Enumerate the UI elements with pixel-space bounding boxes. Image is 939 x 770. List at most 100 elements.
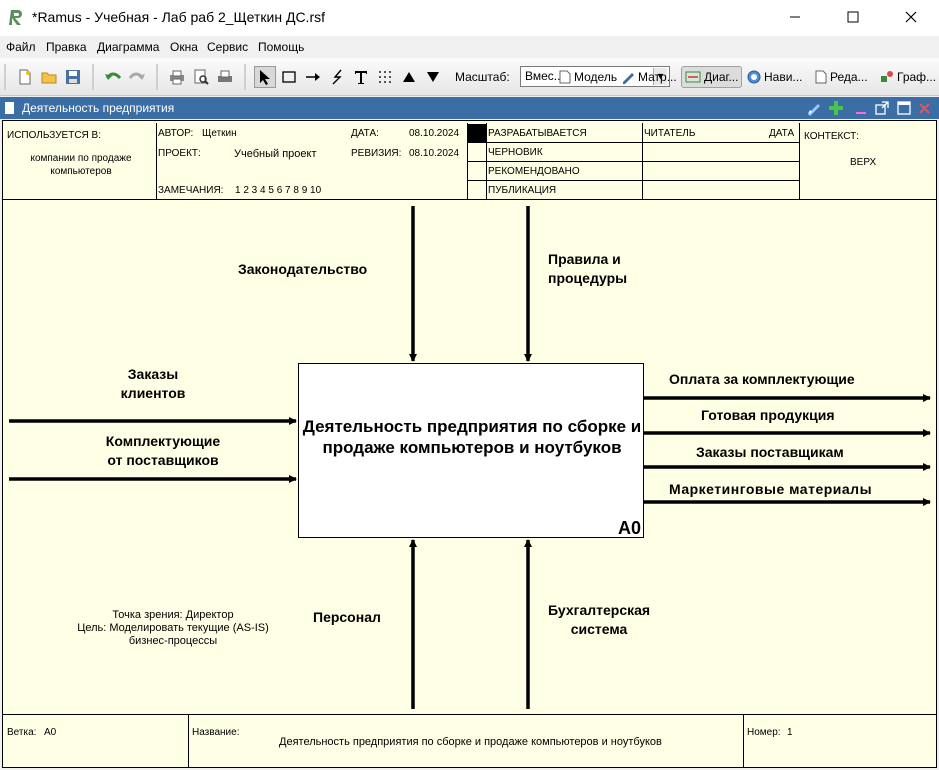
grid-icon <box>379 71 391 83</box>
footer-divider <box>3 714 936 715</box>
save-button[interactable] <box>62 66 84 88</box>
close-button[interactable] <box>882 0 939 34</box>
print-preview-button[interactable] <box>190 66 212 88</box>
label-finished-products[interactable]: Готовая продукция <box>701 407 835 423</box>
toolbar-separator <box>244 64 246 90</box>
document-icon <box>5 102 14 114</box>
notes-label: ЗАМЕЧАНИЯ: <box>158 185 224 196</box>
pencil-ruler-icon <box>623 73 634 84</box>
label-legislation[interactable]: Законодательство <box>238 261 368 277</box>
node-value: A0 <box>44 727 57 738</box>
doc-restore-icon[interactable] <box>874 100 890 116</box>
label-components[interactable]: Комплектующие от поставщиков <box>105 433 221 468</box>
maximize-button[interactable] <box>824 0 882 34</box>
notes-value: 1 2 3 4 5 6 7 8 9 10 <box>235 185 322 196</box>
zoom-value: Вмес... <box>525 69 564 83</box>
status-working: РАЗРАБАТЫВАЕТСЯ <box>488 128 587 139</box>
node-label: Ветка: <box>7 727 37 738</box>
reader-date-label: ДАТА <box>769 128 795 139</box>
toolbar: Масштаб: Вмес... ▼ Модель Матр... Диаг..… <box>0 58 939 96</box>
menu-edit[interactable]: Правка <box>46 40 87 54</box>
diagram-canvas[interactable]: ИСПОЛЬЗУЕТСЯ В: компании по продаже комп… <box>2 120 937 768</box>
minimize-icon <box>790 16 800 18</box>
viewpoint-note[interactable]: Точка зрения: Директор Цель: Моделироват… <box>77 609 269 647</box>
go-up-button[interactable] <box>398 66 420 88</box>
tab-matrix[interactable]: Матр... <box>618 66 680 88</box>
page-setup-button[interactable] <box>214 66 236 88</box>
undo-icon <box>105 72 122 80</box>
label-staff[interactable]: Персонал <box>313 609 381 625</box>
doc-minimize-icon[interactable] <box>854 100 868 116</box>
menu-help[interactable]: Помощь <box>258 40 305 54</box>
label-payment[interactable]: Оплата за комплектующие <box>669 371 855 387</box>
menu-diagram[interactable]: Диаграмма <box>97 40 160 54</box>
label-accounting-system[interactable]: Бухгалтерская система <box>548 602 651 637</box>
open-file-button[interactable] <box>38 66 60 88</box>
context-label: КОНТЕКСТ: <box>804 131 859 142</box>
grid-tool-button[interactable] <box>374 66 396 88</box>
triangle-up-icon <box>403 72 415 82</box>
function-title: Деятельность предприятия по сборке и про… <box>302 417 642 457</box>
minimize-button[interactable] <box>766 0 824 34</box>
project-label: ПРОЕКТ: <box>158 148 201 159</box>
chevron-down-icon[interactable]: ▼ <box>653 68 667 85</box>
close-icon <box>905 11 917 23</box>
cursor-icon <box>260 70 270 85</box>
tab-model-label: Модель <box>574 70 618 84</box>
squiggle-tool-button[interactable] <box>326 66 348 88</box>
globe-icon <box>747 70 761 84</box>
reader-label: ЧИТАТЕЛЬ <box>644 128 696 139</box>
shapes-icon <box>881 71 893 82</box>
context-value: ВЕРХ <box>850 157 877 168</box>
new-file-icon <box>19 69 31 85</box>
printer-icon <box>218 70 232 82</box>
tab-matrix-label: Матр... <box>638 70 677 84</box>
print-preview-icon <box>194 69 209 85</box>
new-file-button[interactable] <box>14 66 36 88</box>
menu-service[interactable]: Сервис <box>207 40 249 54</box>
box-tool-button[interactable] <box>278 66 300 88</box>
date-label: ДАТА: <box>351 128 379 139</box>
label-supplier-orders[interactable]: Заказы поставщикам <box>696 444 844 460</box>
tab-diagram[interactable]: Диаг... <box>681 66 743 88</box>
function-box-a0[interactable]: Деятельность предприятия по сборке и про… <box>298 363 644 538</box>
add-green-icon[interactable] <box>828 100 844 116</box>
redo-button[interactable] <box>126 66 148 88</box>
text-tool-button[interactable] <box>350 66 372 88</box>
used-in-value: компании по продаже компьютеров <box>30 153 132 177</box>
number-label: Номер: <box>747 727 781 738</box>
revision-label: РЕВИЗИЯ: <box>351 148 402 159</box>
label-client-orders[interactable]: Заказы клиентов <box>120 366 186 401</box>
pen-icon[interactable] <box>806 100 822 116</box>
squiggle-icon <box>332 69 342 85</box>
header-divider <box>467 161 799 162</box>
function-number: A0 <box>617 518 641 538</box>
arrow-tool-button[interactable] <box>302 66 324 88</box>
label-rules[interactable]: Правила и процедуры <box>548 251 628 286</box>
folder-open-icon <box>41 72 57 84</box>
used-in-label: ИСПОЛЬЗУЕТСЯ В: <box>7 130 102 141</box>
menu-file[interactable]: Файл <box>6 40 36 54</box>
idef0-arrows <box>9 206 931 709</box>
print-button[interactable] <box>166 66 188 88</box>
undo-button[interactable] <box>102 66 124 88</box>
footer-divider <box>188 714 189 767</box>
go-down-button[interactable] <box>422 66 444 88</box>
status-draft: ЧЕРНОВИК <box>488 147 543 158</box>
tab-navigator-label: Нави... <box>764 70 803 84</box>
menu-windows[interactable]: Окна <box>170 40 198 54</box>
tab-navigator[interactable]: Нави... <box>744 66 805 88</box>
arrow-right-icon <box>306 73 320 81</box>
zoom-select[interactable]: Вмес... ▼ <box>520 66 670 87</box>
maximize-icon <box>847 11 859 23</box>
doc-maximize-icon[interactable] <box>896 100 912 116</box>
tab-editor[interactable]: Реда... <box>812 66 871 88</box>
label-marketing[interactable]: Маркетинговые материалы <box>669 481 873 497</box>
tab-editor-label: Реда... <box>830 70 868 84</box>
select-tool-button[interactable] <box>254 66 276 88</box>
page-icon <box>815 70 827 84</box>
doc-close-icon[interactable] <box>918 100 932 116</box>
tab-model[interactable]: Модель <box>556 66 620 88</box>
tab-graph[interactable]: Граф... <box>877 66 939 88</box>
triangle-down-icon <box>427 72 439 82</box>
